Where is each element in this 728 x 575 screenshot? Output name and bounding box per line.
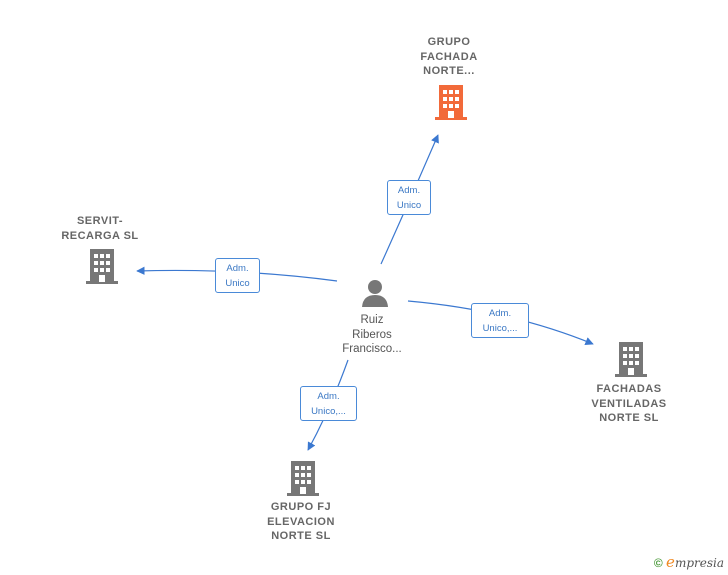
edge-label-line: Adm.	[488, 308, 512, 319]
label-line: Francisco...	[342, 343, 402, 355]
edge-label-fachadas[interactable]: Adm. Unico,...	[471, 303, 529, 338]
label-line: NORTE SL	[599, 412, 659, 424]
node-label-fachadas-ventiladas[interactable]: FACHADAS VENTILADAS NORTE SL	[579, 382, 679, 426]
label-line: NORTE...	[423, 65, 475, 77]
brand-initial: e	[666, 553, 675, 571]
label-line: SERVIT-	[76, 215, 124, 227]
person-icon[interactable]	[360, 278, 390, 308]
label-line: FACHADA	[420, 50, 478, 63]
edge-label-line: Adm.	[397, 185, 421, 196]
label-line: FACHADAS	[596, 383, 662, 395]
edge-label-line: Adm.	[226, 263, 249, 274]
edge-label-grupo-fj[interactable]: Adm. Unico,...	[300, 386, 357, 421]
label-line: NORTE SL	[271, 530, 331, 542]
building-icon[interactable]	[85, 248, 119, 284]
edge-label-grupo-fachada[interactable]: Adm. Unico	[387, 180, 431, 215]
brand-watermark: © empresia	[654, 553, 724, 571]
node-label-grupo-fj[interactable]: GRUPO FJ ELEVACION NORTE SL	[251, 500, 351, 544]
label-line: GRUPO FJ	[270, 501, 332, 513]
copyright-symbol: ©	[653, 556, 663, 570]
label-line: Riberos	[352, 328, 392, 341]
building-icon[interactable]	[286, 460, 320, 496]
building-icon[interactable]	[614, 341, 648, 377]
edge-label-line: Unico,...	[482, 323, 518, 334]
edge-label-line: Unico	[225, 278, 250, 289]
label-line: ELEVACION	[267, 515, 335, 528]
person-label[interactable]: Ruiz Riberos Francisco...	[322, 313, 422, 357]
label-line: VENTILADAS	[591, 397, 667, 410]
brand-name: mpresia	[674, 556, 724, 570]
label-line: RECARGA SL	[61, 229, 139, 242]
edge-label-line: Unico	[396, 200, 422, 211]
label-line: Ruiz	[360, 314, 384, 326]
edge-label-line: Adm.	[317, 391, 340, 402]
node-label-servit[interactable]: SERVIT- RECARGA SL	[50, 214, 150, 243]
node-label-grupo-fachada[interactable]: GRUPO FACHADA NORTE...	[404, 35, 494, 79]
label-line: GRUPO	[427, 36, 471, 48]
edge-label-line: Unico,...	[311, 406, 346, 417]
building-icon[interactable]	[434, 84, 468, 120]
edge-label-servit[interactable]: Adm. Unico	[215, 258, 260, 293]
